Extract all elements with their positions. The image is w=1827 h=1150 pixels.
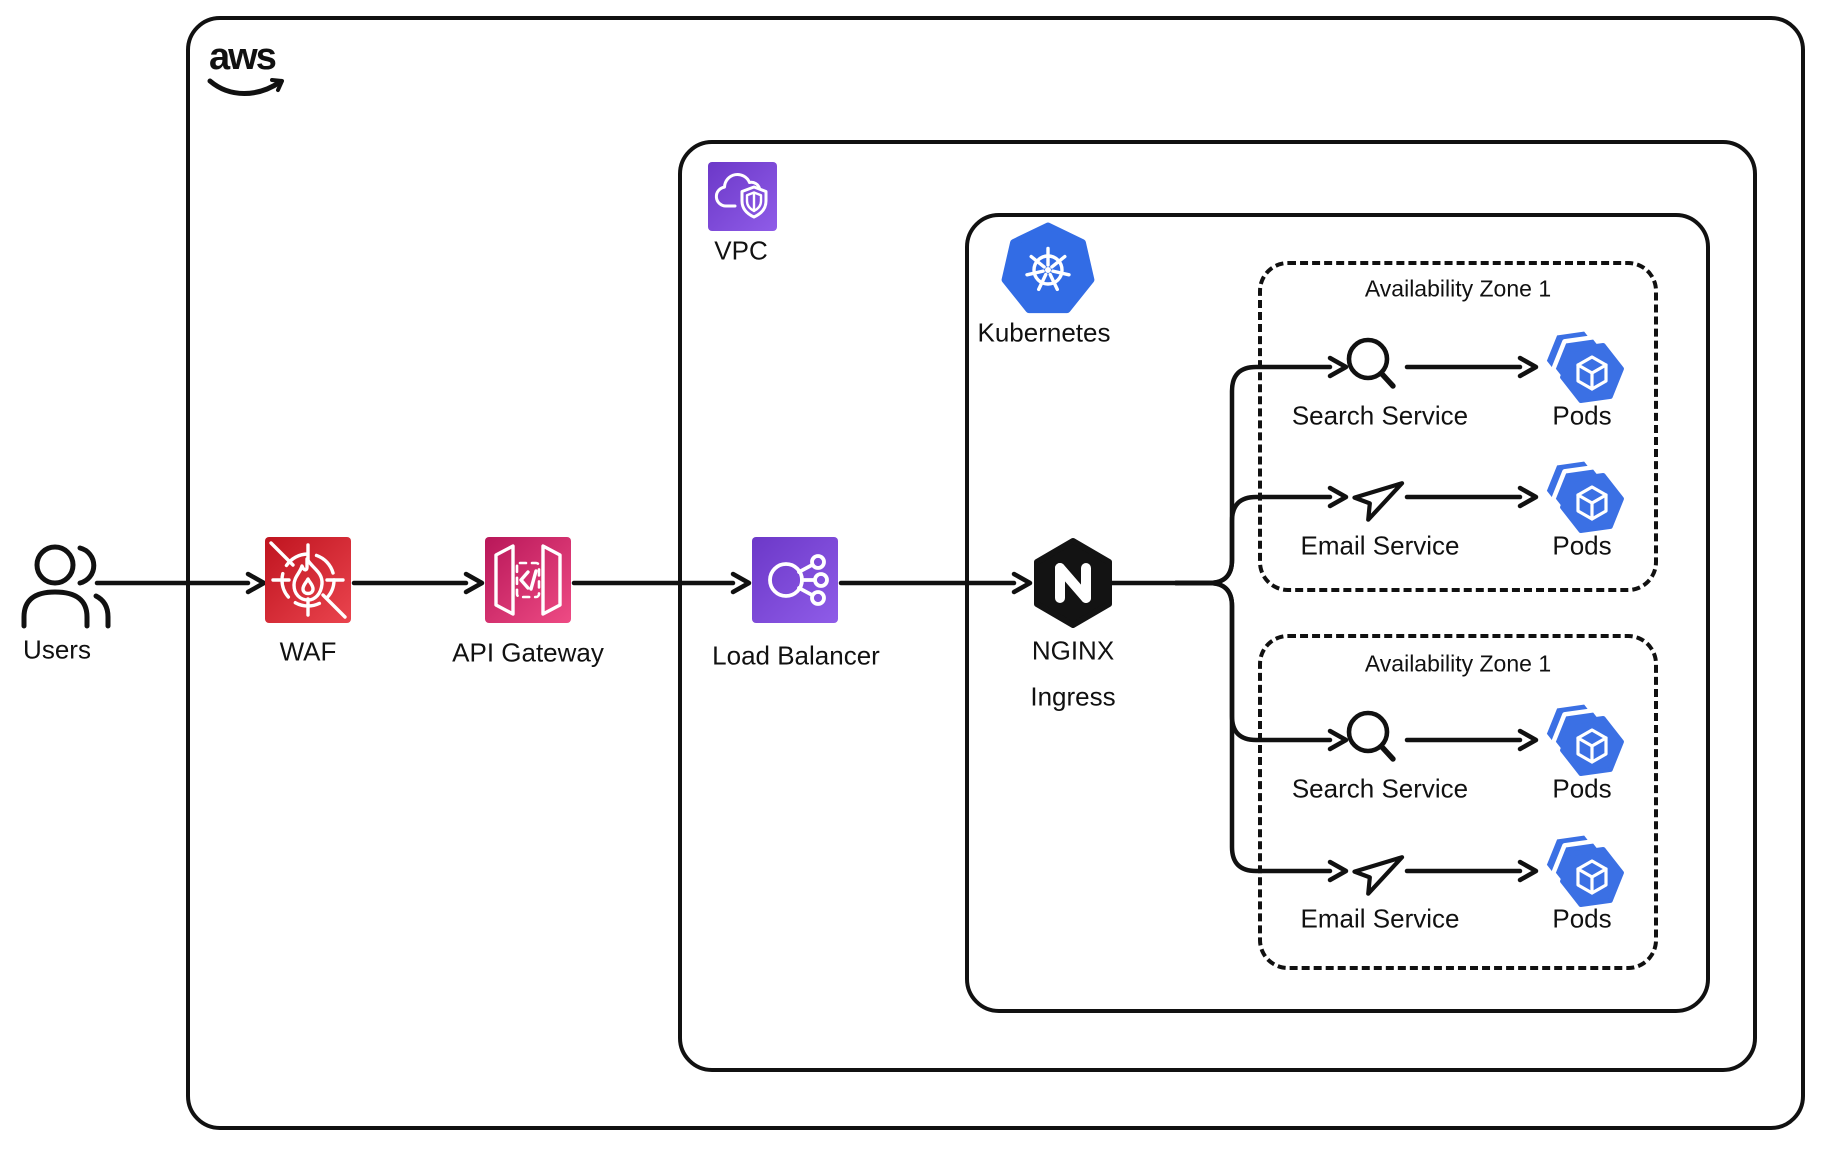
users-icon	[21, 544, 111, 629]
nginx-icon	[1034, 538, 1112, 628]
api-gateway-label: API Gateway	[452, 637, 604, 668]
kubernetes-label: Kubernetes	[977, 317, 1111, 348]
email-service-icon	[1352, 855, 1405, 896]
waf-icon	[265, 537, 351, 623]
pods-icon	[1542, 456, 1624, 534]
pods-label: Pods	[1552, 400, 1612, 431]
nginx-label-line1: NGINX	[1031, 635, 1115, 666]
email-service-icon	[1352, 481, 1405, 522]
vpc-icon	[708, 162, 777, 231]
nginx-label-line2: Ingress	[1030, 681, 1116, 712]
vpc-boundary	[678, 140, 1757, 1072]
aws-smile-icon	[207, 78, 284, 96]
email-service-label: Email Service	[1300, 903, 1460, 934]
email-service-label: Email Service	[1300, 530, 1460, 561]
availability-zone-1-title: Availability Zone 1	[1364, 275, 1552, 302]
pods-label: Pods	[1552, 903, 1612, 934]
availability-zone-2-box	[1258, 634, 1658, 970]
aws-boundary	[186, 16, 1805, 1130]
api-gateway-icon	[485, 537, 571, 623]
load-balancer-label: Load Balancer	[712, 640, 880, 671]
availability-zone-1-box	[1258, 261, 1658, 592]
search-service-label: Search Service	[1291, 773, 1469, 804]
kubernetes-icon	[1001, 222, 1095, 314]
pods-label: Pods	[1552, 530, 1612, 561]
availability-zone-2-title: Availability Zone 1	[1364, 650, 1552, 677]
pods-icon	[1542, 699, 1624, 777]
vpc-label: VPC	[714, 235, 768, 266]
search-service-icon	[1346, 337, 1396, 389]
search-service-icon	[1346, 710, 1396, 762]
pods-icon	[1542, 830, 1624, 908]
search-service-label: Search Service	[1291, 400, 1469, 431]
pods-label: Pods	[1552, 773, 1612, 804]
waf-label: WAF	[279, 636, 337, 667]
pods-icon	[1542, 326, 1624, 404]
kubernetes-boundary	[965, 213, 1710, 1013]
users-label: Users	[23, 634, 91, 665]
load-balancer-icon	[752, 537, 838, 623]
aws-logo: aws	[209, 36, 277, 78]
